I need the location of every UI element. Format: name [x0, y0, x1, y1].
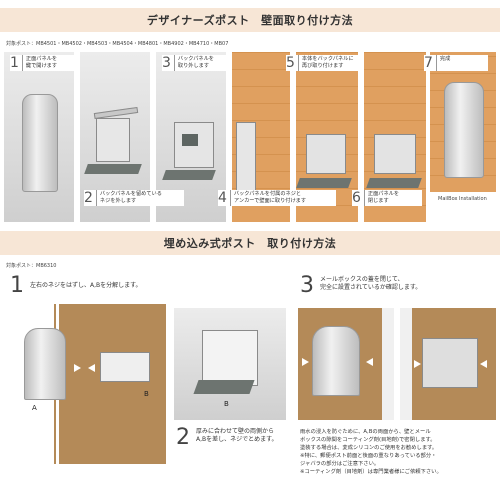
installation-notes: 雨水の浸入を防ぐために、A,Bの両面から、壁とメール ボックスの隙間をコーティン…	[300, 428, 496, 476]
install-step1-number: 1	[10, 273, 24, 298]
note-line: ※特に、郵便ポスト前面と後面の重なりあっている部分・	[300, 453, 437, 459]
arrow-left-icon	[480, 360, 487, 368]
mailbox-body-image	[96, 118, 130, 162]
install-step1: 1 左右のネジをはずし、A,Bを分解します。	[10, 274, 142, 298]
wall-edge	[382, 308, 394, 420]
part-b-image	[100, 352, 150, 382]
note-line: 塗装する場合は、変成シリコンのご使用をお勧めします。	[300, 445, 438, 451]
installation-caption: MailBox Installation	[438, 196, 487, 202]
tray-image	[193, 380, 255, 394]
step3-photo	[156, 52, 226, 222]
arrow-right-icon	[414, 360, 421, 368]
install-step3-back-photo	[400, 308, 496, 420]
section2-target-model: 対象ポスト：MB6310	[6, 263, 57, 269]
tray-image	[84, 164, 142, 174]
tray-image	[296, 178, 352, 188]
step1-photo	[4, 52, 74, 222]
label-b: B	[144, 390, 149, 398]
step5-label: 5 本体をバックパネルに 再び取り付けます	[286, 55, 362, 71]
arrow-right-icon	[302, 358, 309, 366]
wall-edge	[400, 308, 412, 420]
back-panel-image	[182, 134, 198, 146]
part-a-image	[24, 328, 66, 400]
arrow-left-icon	[88, 364, 95, 372]
step5-text: 本体をバックパネルに 再び取り付けます	[301, 56, 354, 69]
install-step3-number: 3	[300, 273, 314, 298]
step2-label: 2 バックパネルを留めている ネジを外します	[84, 190, 184, 206]
step2-text: バックパネルを留めている ネジを外します	[99, 191, 162, 204]
step7-number: 7	[424, 55, 437, 71]
step7-label: 7 完成	[424, 55, 488, 71]
step5-number: 5	[286, 55, 299, 71]
step1-text: 正面パネルを 鍵で開けます	[25, 56, 58, 69]
tray-image	[162, 170, 216, 180]
step6-text: 正面パネルを 閉じます	[367, 191, 400, 204]
step1-label: 1 正面パネルを 鍵で開けます	[10, 55, 74, 71]
install-step1-photo: A B	[4, 304, 166, 464]
step3-number: 3	[162, 55, 175, 71]
step6-label: 6 正面パネルを 閉じます	[352, 190, 422, 206]
step4-text: バックパネルを付属のネジと アンカーで壁面に取り付けます	[233, 191, 307, 204]
step4-number: 4	[218, 190, 231, 206]
step6-number: 6	[352, 190, 365, 206]
note-line: 雨水の浸入を防ぐために、A,Bの両面から、壁とメール	[300, 429, 431, 435]
mailbox-image	[22, 94, 58, 192]
step2-number: 2	[84, 190, 97, 206]
note-line: ジャバラの部分はご注意下さい。	[300, 461, 380, 467]
label-a: A	[32, 404, 37, 412]
step3-text: バックパネルを 取り外します	[177, 56, 214, 69]
install-step3-text: メールボックスの蓋を閉じて、 完全に設置されているか確認します。	[320, 276, 422, 291]
step4-label: 4 バックパネルを付属のネジと アンカーで壁面に取り付けます	[218, 190, 336, 206]
mailbox-body-image	[374, 134, 416, 174]
section1-title: デザイナーズポスト 壁面取り付け方法	[146, 14, 354, 27]
arrow-left-icon	[366, 358, 373, 366]
note-line: ※コーティング剤（目地剤）は専門業者様にご依頼下さい。	[300, 469, 442, 475]
install-step2: 2 厚みに合わせて壁の両側から A,Bを差し、ネジでとめます。	[176, 426, 278, 450]
mailbox-image	[312, 326, 360, 396]
step7-text: 完成	[439, 56, 451, 62]
mailbox-back-image	[422, 338, 478, 388]
install-step2-number: 2	[176, 425, 190, 450]
part-b-frame-image	[202, 330, 258, 386]
tray-image	[366, 178, 422, 188]
install-step3-front-photo	[298, 308, 394, 420]
arrow-right-icon	[74, 364, 81, 372]
install-step3: 3 メールボックスの蓋を閉じて、 完全に設置されているか確認します。	[300, 274, 421, 298]
step1-number: 1	[10, 55, 23, 71]
label-b: B	[224, 400, 229, 408]
install-step1-text: 左右のネジをはずし、A,Bを分解します。	[30, 282, 142, 289]
section2-banner: 埋め込み式ポスト 取り付け方法	[0, 231, 500, 255]
wall-image	[54, 304, 166, 464]
mailbox-image	[444, 82, 484, 178]
install-step2-text: 厚みに合わせて壁の両側から A,Bを差し、ネジでとめます。	[196, 428, 278, 443]
step3-label: 3 バックパネルを 取り外します	[162, 55, 226, 71]
note-line: ボックスの隙間をコーティング剤(目地剤)で密閉します。	[300, 437, 436, 443]
section1-banner: デザイナーズポスト 壁面取り付け方法	[0, 8, 500, 32]
mailbox-body-image	[306, 134, 346, 174]
back-panel-image	[236, 122, 256, 192]
step7-photo	[430, 52, 496, 192]
section2-title: 埋め込み式ポスト 取り付け方法	[163, 237, 337, 250]
section1-target-models: 対象ポスト：MB4501・MB4502・MB4503・MB4504・MB4801…	[6, 41, 229, 47]
install-step2-photo: B	[174, 308, 286, 420]
